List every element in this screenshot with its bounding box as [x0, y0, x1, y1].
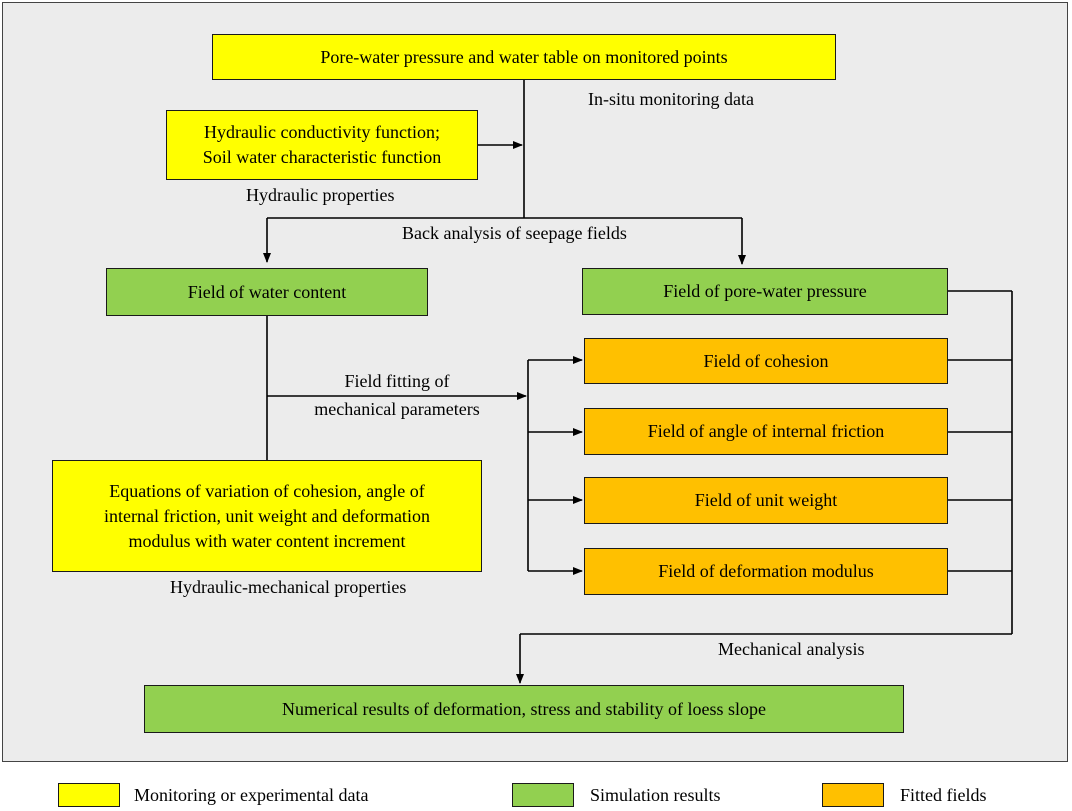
legend-swatch-monitoring [58, 783, 120, 807]
numerical-results-box: Numerical results of deformation, stress… [144, 685, 904, 733]
deformation-modulus-text: Field of deformation modulus [658, 561, 874, 581]
equations-line-2: internal friction, unit weight and defor… [104, 505, 430, 526]
friction-text: Field of angle of internal friction [647, 421, 885, 441]
friction-box: Field of angle of internal friction [584, 408, 948, 455]
in-situ-label: In-situ monitoring data [588, 89, 754, 109]
monitored-points-box: Pore-water pressure and water table on m… [212, 34, 836, 80]
hydro-mechanical-label: Hydraulic-mechanical properties [170, 577, 407, 597]
equations-line-1: Equations of variation of cohesion, angl… [109, 480, 425, 501]
legend-swatch-simulation [512, 783, 574, 807]
legend-label-simulation: Simulation results [590, 785, 721, 805]
hydraulic-functions-line-2: Soil water characteristic function [202, 147, 442, 167]
hydraulic-functions-box: Hydraulic conductivity function; Soil wa… [166, 110, 478, 180]
field-fitting-line-2: mechanical parameters [314, 399, 480, 419]
legend-swatch-fitted [822, 783, 884, 807]
field-fitting-line-1: Field fitting of [344, 371, 450, 391]
numerical-results-text: Numerical results of deformation, stress… [282, 698, 766, 719]
hydraulic-properties-label: Hydraulic properties [246, 185, 395, 205]
back-analysis-label: Back analysis of seepage fields [402, 223, 627, 243]
water-content-box: Field of water content [106, 268, 428, 316]
cohesion-box: Field of cohesion [584, 338, 948, 384]
monitored-points-text: Pore-water pressure and water table on m… [320, 46, 728, 67]
cohesion-text: Field of cohesion [703, 350, 829, 371]
legend-label-fitted: Fitted fields [900, 785, 987, 805]
pore-pressure-box: Field of pore-water pressure [582, 268, 948, 315]
equations-line-3: modulus with water content increment [128, 530, 406, 551]
pore-pressure-text: Field of pore-water pressure [663, 281, 867, 301]
legend-label-monitoring: Monitoring or experimental data [134, 785, 369, 805]
mechanical-analysis-label: Mechanical analysis [718, 639, 865, 659]
water-content-text: Field of water content [187, 281, 347, 302]
equations-box: Equations of variation of cohesion, angl… [52, 460, 482, 572]
deformation-modulus-box: Field of deformation modulus [584, 548, 948, 595]
field-fitting-label: Field fitting of mechanical parameters [272, 370, 522, 420]
unit-weight-box: Field of unit weight [584, 477, 948, 524]
hydraulic-functions-line-1: Hydraulic conductivity function; [204, 122, 440, 142]
unit-weight-text: Field of unit weight [694, 490, 838, 510]
